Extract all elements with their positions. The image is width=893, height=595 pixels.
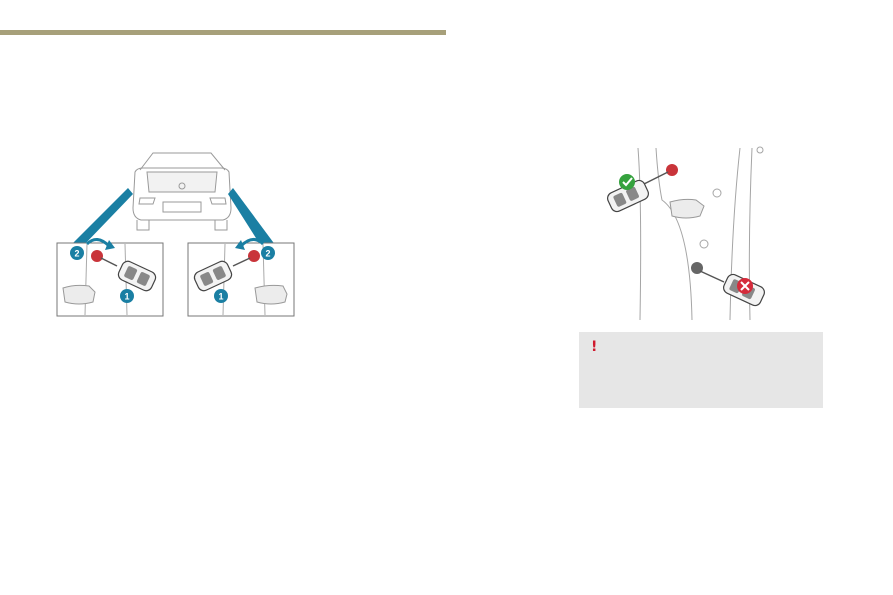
callout-2-left: 2	[74, 249, 79, 259]
inset-right: 2 1	[187, 238, 295, 317]
car-lock-illustration: 2 1 2 1	[55, 148, 297, 320]
key-insertion-illustration	[600, 140, 780, 322]
callout-1-right: 1	[218, 292, 223, 302]
exclamation-icon: !	[591, 339, 598, 355]
car-rear-icon	[132, 152, 232, 231]
callout-2-right: 2	[265, 249, 270, 259]
warning-box: !	[579, 332, 823, 408]
section-rule	[0, 30, 446, 35]
inset-left: 2 1	[56, 238, 164, 317]
check-icon	[619, 174, 635, 190]
callout-wedge-right	[228, 188, 276, 246]
callout-wedge-left	[70, 188, 133, 246]
callout-1-left: 1	[124, 292, 129, 302]
